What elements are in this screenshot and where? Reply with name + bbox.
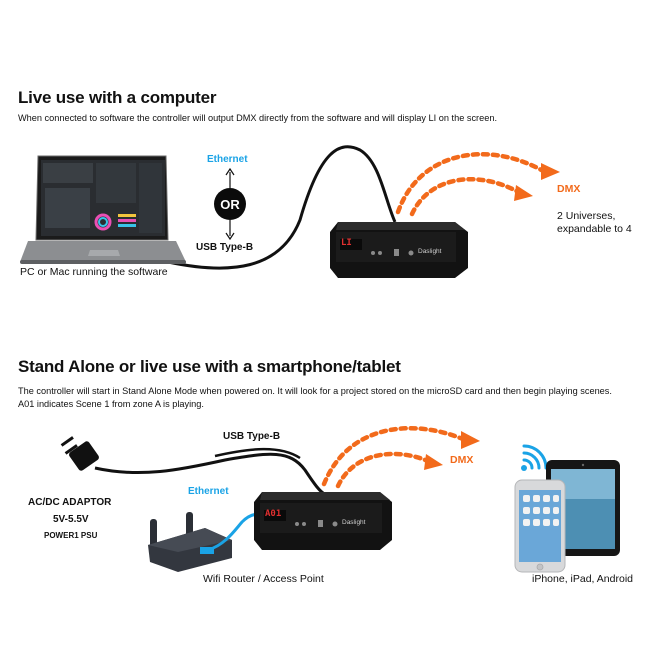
adaptor-line3: POWER1 PSU bbox=[44, 531, 98, 540]
dmx-controller-1 bbox=[330, 222, 468, 278]
usb-cable-2 bbox=[214, 447, 301, 460]
usb-label-1: USB Type-B bbox=[196, 242, 254, 253]
usb-cable-1 bbox=[167, 145, 397, 270]
dmx-arc-1a bbox=[395, 152, 548, 215]
power-cable bbox=[94, 452, 327, 497]
dmx-label-2: DMX bbox=[450, 454, 474, 466]
adaptor-line1: AC/DC ADAPTOR bbox=[28, 497, 112, 508]
section1-title: Live use with a computer bbox=[18, 88, 217, 107]
laptop-caption: PC or Mac running the software bbox=[20, 266, 168, 278]
wifi-icon bbox=[521, 444, 548, 471]
device-brand-1: Daslight bbox=[418, 248, 442, 255]
router-caption: Wifi Router / Access Point bbox=[203, 573, 324, 585]
dmx-arc-2a bbox=[321, 425, 468, 487]
device-display-1: LI bbox=[341, 238, 352, 248]
section2-title: Stand Alone or live use with a smartphon… bbox=[18, 357, 401, 376]
dmx-arc-2b bbox=[335, 451, 433, 489]
router-icon bbox=[148, 512, 232, 572]
dmx-controller-2 bbox=[254, 492, 392, 550]
device-display-2: A01 bbox=[265, 509, 282, 519]
section2-description: The controller will start in Stand Alone… bbox=[18, 386, 612, 409]
dmx-label-1: DMX bbox=[557, 183, 581, 195]
devices-caption: iPhone, iPad, Android bbox=[532, 573, 633, 585]
laptop-icon bbox=[20, 155, 186, 264]
or-badge: OR bbox=[214, 188, 246, 220]
ethernet-label-1: Ethernet bbox=[207, 154, 248, 165]
adaptor-line2: 5V-5.5V bbox=[53, 514, 89, 525]
dmx-arc-1b bbox=[409, 177, 523, 217]
power-plug-icon bbox=[60, 436, 99, 471]
universes-line1: 2 Universes, bbox=[557, 210, 616, 222]
universes-line2: expandable to 4 bbox=[557, 223, 632, 235]
phone-icon bbox=[514, 479, 566, 573]
usb-label-2: USB Type-B bbox=[223, 431, 281, 442]
ethernet-label-2: Ethernet bbox=[188, 486, 229, 497]
device-brand-2: Daslight bbox=[342, 519, 366, 526]
section1-description: When connected to software the controlle… bbox=[18, 113, 497, 123]
